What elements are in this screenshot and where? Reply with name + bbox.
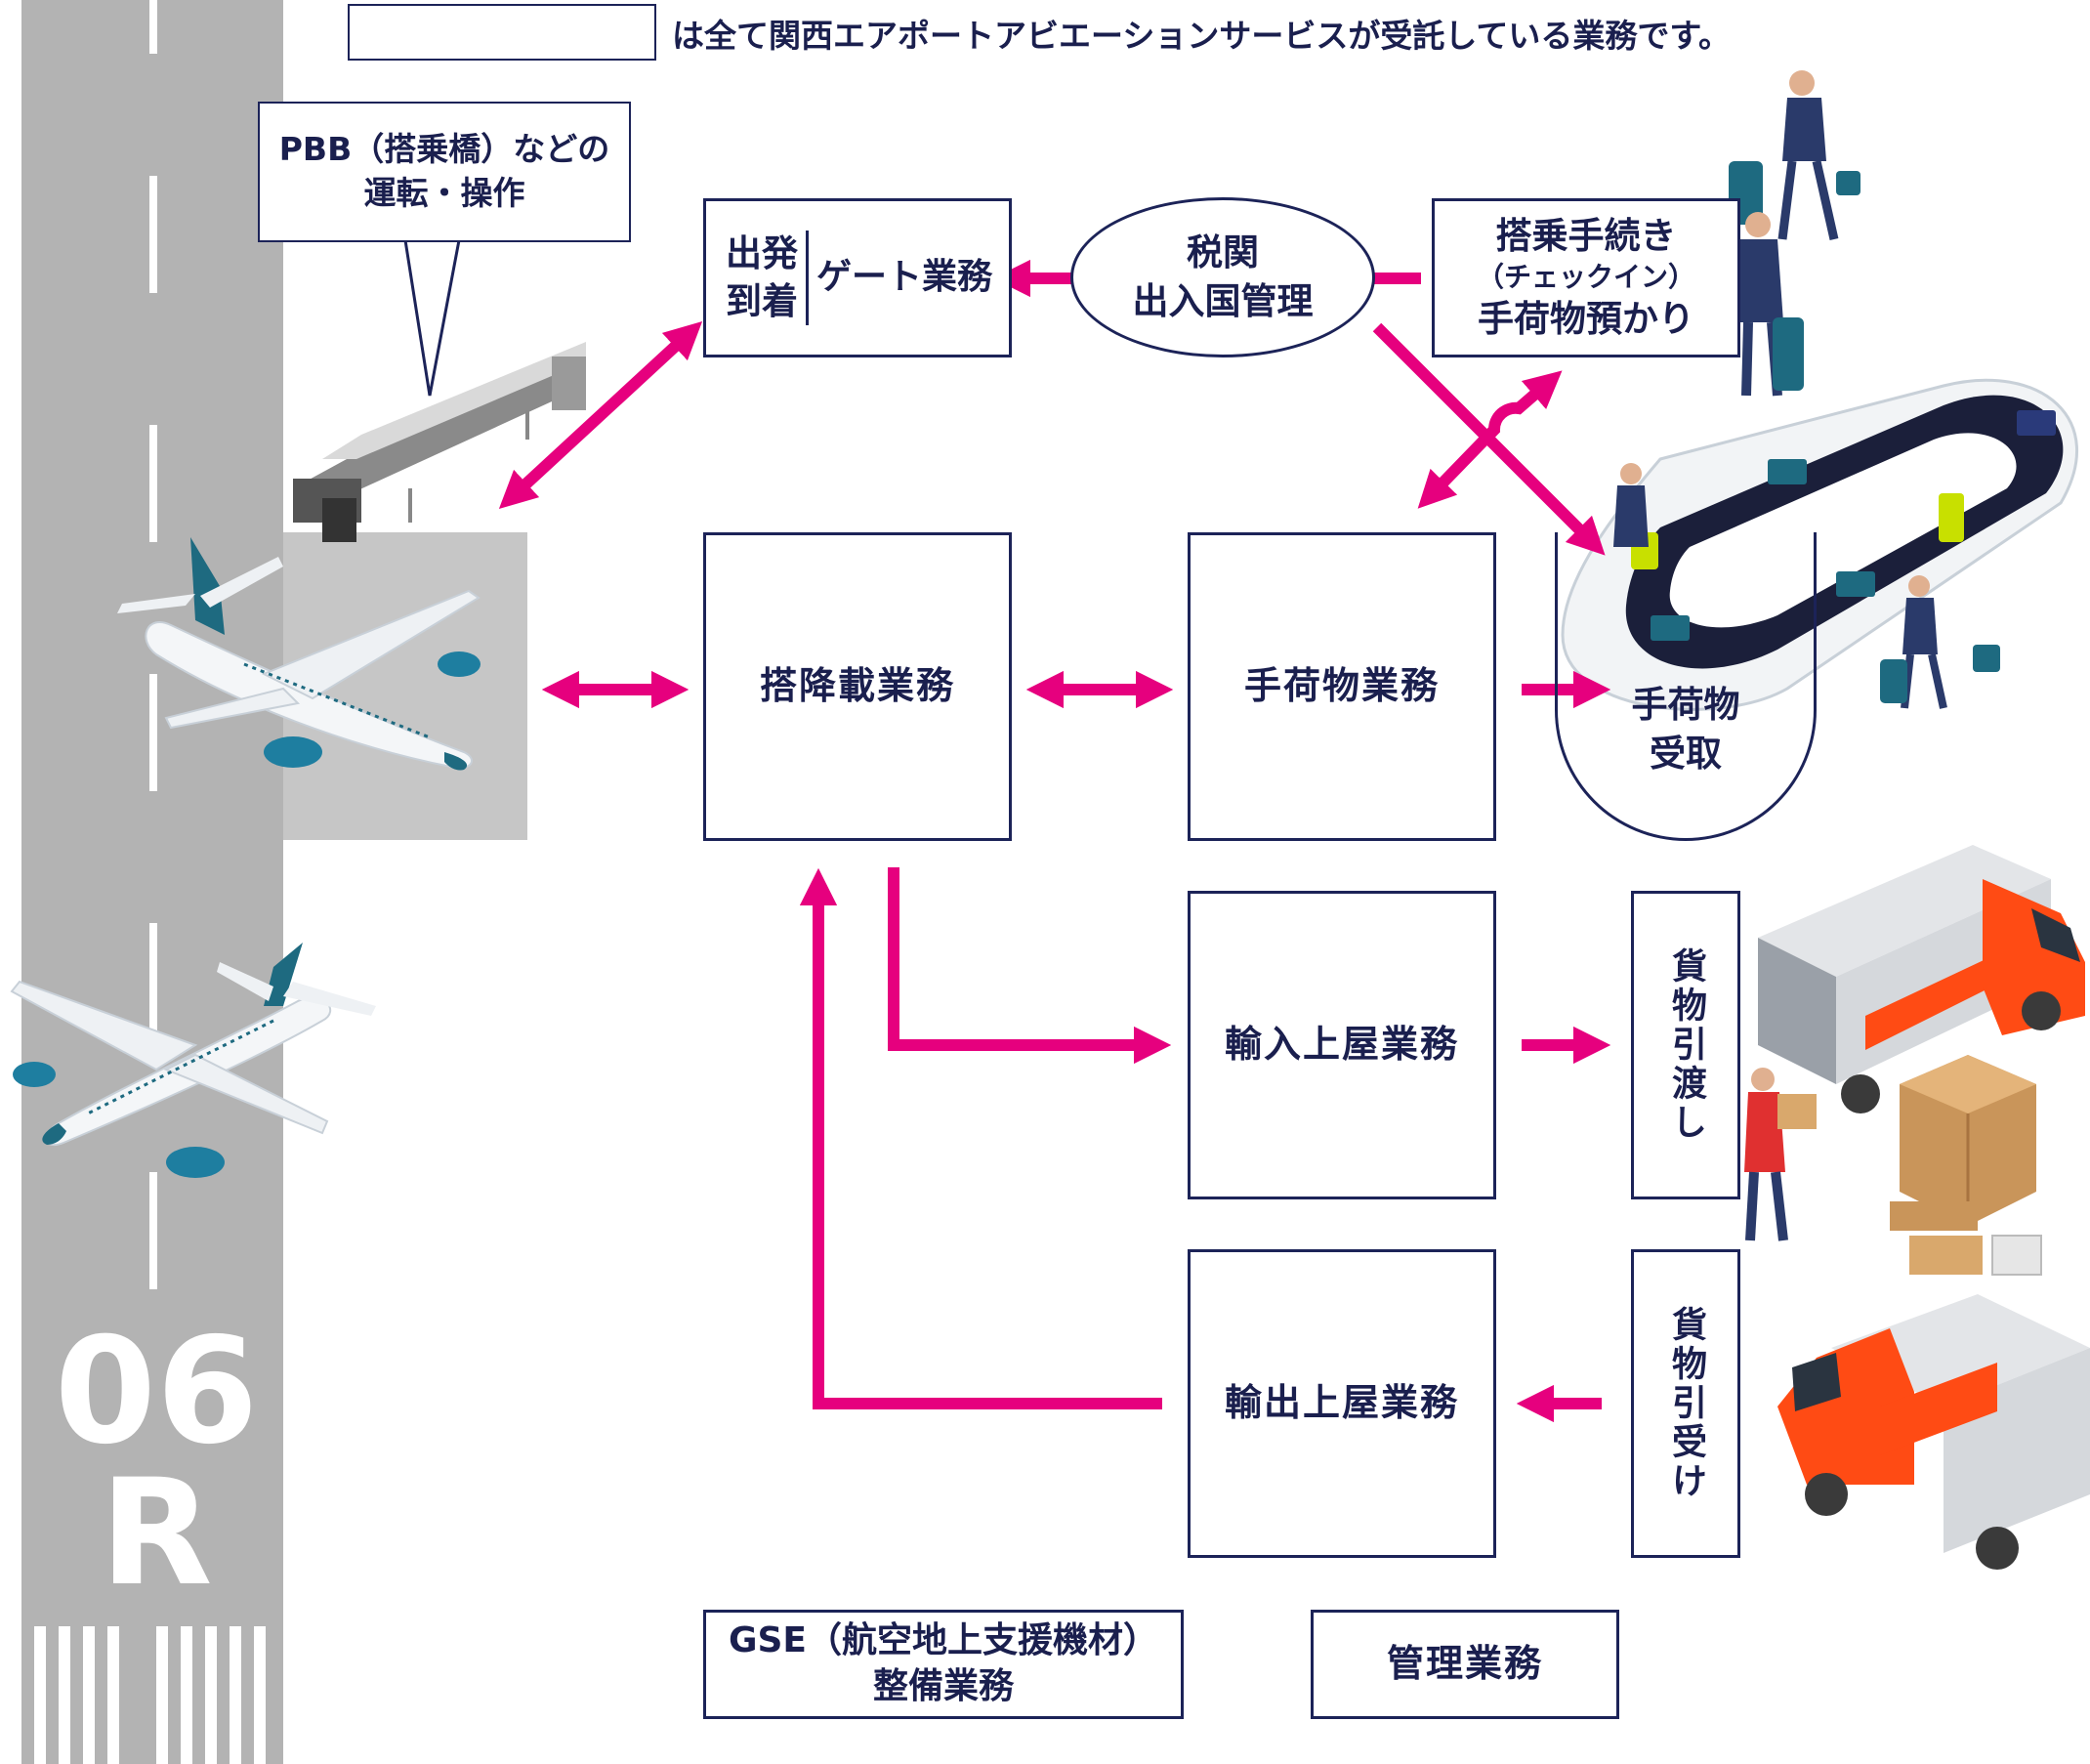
arrow-bridge-to-gate	[498, 320, 703, 510]
loading-unloading-box: 搭降載業務	[703, 532, 1012, 841]
checkin-box: 搭乗手続き （チェックイン） 手荷物預かり	[1432, 198, 1740, 357]
customs-line2: 出入国管理	[1132, 280, 1314, 322]
gse-maintenance-box: GSE（航空地上支援機材） 整備業務	[703, 1610, 1184, 1719]
pbb-callout-line1: PBB（搭乗橋）などの	[278, 130, 610, 169]
cargo-delivery-box: 貨物引渡し	[1631, 891, 1740, 1199]
pbb-callout-line2: 運転・操作	[363, 174, 525, 212]
gate-arrival-label: 到着	[726, 279, 798, 322]
management-box: 管理業務	[1311, 1610, 1619, 1719]
baggage-claim-shape: 手荷物 受取	[1555, 532, 1817, 841]
runway-threshold-stripes	[34, 1626, 266, 1764]
arrow-export-to-loading	[799, 867, 1162, 1409]
airplane-at-gate	[117, 537, 481, 771]
arrow-loading-to-import	[888, 867, 1172, 1065]
gate-operations-label: ゲート業務	[816, 257, 993, 298]
baggage-claim-line1: 手荷物	[1631, 683, 1740, 726]
passengers-illustration	[1613, 70, 2000, 709]
legend-note: は全て関西エアポートアビエーションサービスが受託している業務です。	[672, 17, 1732, 55]
baggage-operations-box: 手荷物業務	[1188, 532, 1496, 841]
gse-line1: GSE（航空地上支援機材）	[728, 1620, 1159, 1661]
boarding-bridge-illustration	[293, 342, 586, 542]
worker-and-boxes-illustration	[1744, 1055, 2042, 1276]
customs-immigration-ellipse: 税関 出入国管理	[1070, 197, 1375, 357]
checkin-line2: （チェックイン）	[1476, 261, 1695, 294]
cargo-receipt-box: 貨物引受け	[1631, 1249, 1740, 1558]
gate-operations-box: 出発 到着 ゲート業務	[703, 198, 1012, 357]
gate-departure-label: 出発	[726, 232, 798, 275]
arrow-checkin-to-baggage	[1417, 370, 1563, 509]
delivery-truck-illustration	[1758, 845, 2085, 1113]
gse-line2: 整備業務	[872, 1666, 1014, 1706]
legend-swatch-box	[348, 4, 656, 61]
checkin-line3: 手荷物預かり	[1478, 297, 1694, 340]
flow-arrows	[498, 259, 1611, 1423]
checkin-line1: 搭乗手続き	[1495, 215, 1677, 258]
callout-tail	[403, 239, 461, 397]
airplane-on-runway	[10, 943, 376, 1178]
runway-centerline	[149, 0, 157, 1289]
baggage-claim-line2: 受取	[1650, 732, 1722, 775]
customs-line1: 税関	[1187, 231, 1259, 274]
pbb-callout: PBB（搭乗橋）などの 運転・操作	[258, 102, 631, 242]
runway	[21, 0, 283, 1764]
runway-number: 06	[54, 1307, 259, 1477]
gate-direction-labels: 出発 到着	[726, 231, 809, 325]
export-warehouse-box: 輸出上屋業務	[1188, 1249, 1496, 1558]
runway-letter: R	[100, 1449, 213, 1618]
import-warehouse-box: 輸入上屋業務	[1188, 891, 1496, 1199]
pickup-truck-illustration	[1777, 1294, 2090, 1570]
